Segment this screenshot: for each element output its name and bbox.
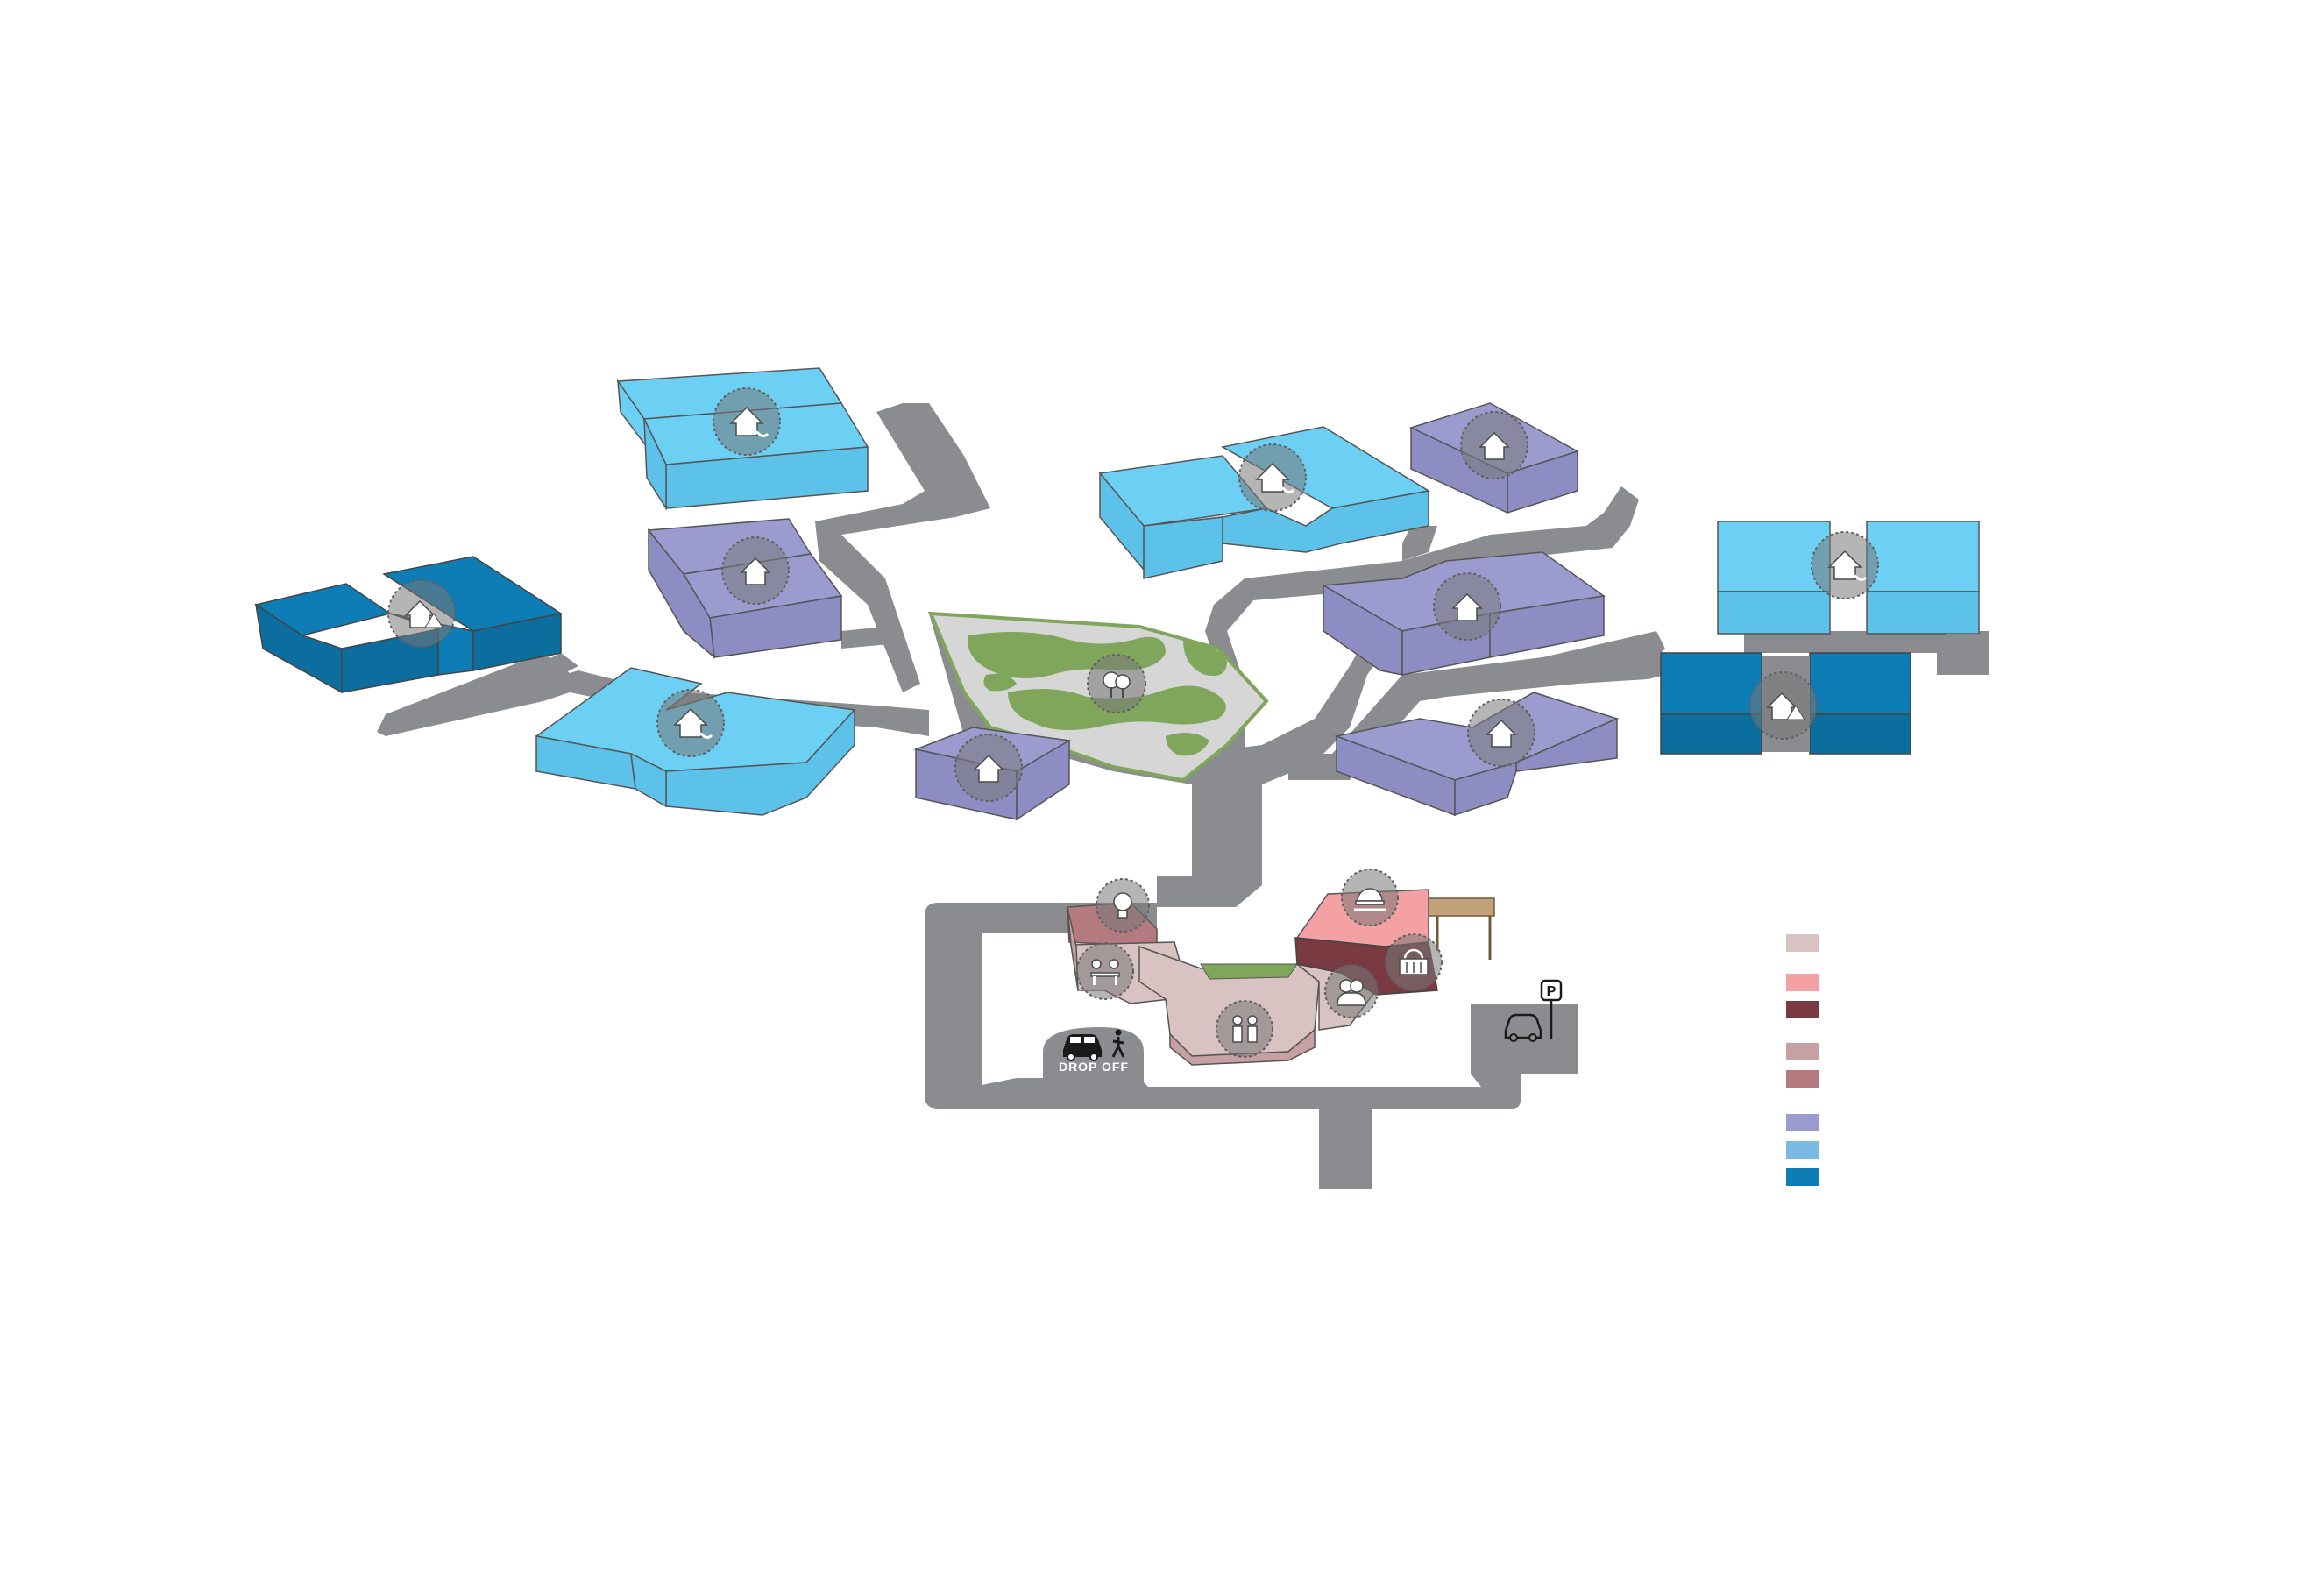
parking-sign-label: P	[1547, 984, 1557, 999]
legend-swatch	[1786, 1114, 1819, 1131]
house-icon	[1467, 699, 1535, 767]
road-far-right	[1402, 653, 1665, 701]
courtyard-green-patch-3	[1183, 640, 1227, 676]
lightbulb-icon	[1096, 878, 1150, 933]
legend-swatch	[1786, 1168, 1819, 1186]
car-icon	[1063, 1034, 1102, 1061]
food-service-icon	[1341, 869, 1399, 926]
road-lavender-upper-left-spur	[841, 627, 890, 649]
nurse-icon	[1324, 964, 1379, 1018]
road-upper-left-branch	[815, 403, 990, 692]
house-icon	[721, 536, 790, 605]
courtyard-green-patch-5	[1166, 733, 1209, 756]
parking-icon: P	[1540, 979, 1563, 1039]
house-wave-icon	[656, 689, 725, 757]
road-bottom-exit	[1319, 1106, 1372, 1189]
house-icon	[1433, 572, 1501, 641]
house-mountain-icon	[387, 579, 456, 648]
legend-swatch	[1786, 974, 1819, 991]
road-loop	[925, 903, 1521, 1109]
building-dark-blue-far-right	[1660, 652, 1911, 755]
drop-off-label: DROP OFF	[1059, 1060, 1129, 1074]
icon-badges: DROP OFF P	[387, 387, 1879, 1074]
family-icon	[1216, 1000, 1273, 1058]
road-upper-right-spur	[1402, 526, 1437, 561]
house-wave-icon	[713, 387, 781, 456]
tree-icon	[1087, 654, 1146, 713]
house-mountain-icon	[1749, 671, 1818, 740]
house-icon	[954, 734, 1023, 802]
meeting-icon	[1076, 942, 1134, 1000]
basket-icon	[1385, 933, 1443, 991]
house-icon	[1460, 411, 1528, 479]
house-wave-icon	[1238, 443, 1307, 512]
legend-swatch	[1786, 1070, 1819, 1088]
road-dark-blue-stub	[543, 653, 578, 675]
building-light-blue-far-right	[1717, 521, 1980, 669]
legend-swatch	[1786, 1001, 1819, 1018]
legend-swatch	[1786, 1043, 1819, 1060]
car-outline-icon	[1504, 1013, 1542, 1042]
road-main-trunk	[1157, 771, 1262, 907]
legend-swatch	[1786, 1141, 1819, 1159]
pedestrian-icon	[1111, 1029, 1125, 1058]
courtyard-green-patch-4	[983, 673, 1017, 692]
house-wave-icon	[1811, 531, 1879, 599]
legend-swatch	[1786, 934, 1819, 952]
color-legend	[1786, 934, 1839, 1197]
